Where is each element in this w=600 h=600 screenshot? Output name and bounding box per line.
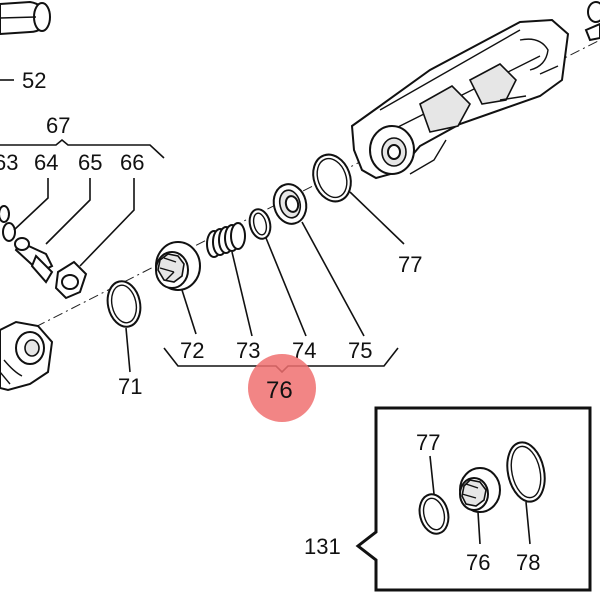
valve-body-72: 72 — [155, 241, 204, 363]
small-part-top-right — [584, 1, 600, 42]
bracket-67: 67 63 64 65 66 — [0, 113, 165, 175]
inset-o-ring-77: 77 — [416, 430, 450, 535]
clip-66 — [54, 260, 88, 300]
tube-65 — [14, 237, 54, 284]
inset-valve-76: 76 — [459, 467, 501, 575]
label-75: 75 — [348, 338, 372, 363]
label-73: 73 — [236, 338, 260, 363]
small-parts-63-66 — [0, 178, 135, 300]
inset-label-77: 77 — [416, 430, 440, 455]
o-ring-71: 71 — [106, 280, 142, 399]
main-housing — [350, 18, 570, 180]
label-72: 72 — [180, 338, 204, 363]
inset-o-ring-78: 78 — [506, 441, 546, 575]
label-64: 64 — [34, 150, 58, 175]
inset-label-76: 76 — [466, 550, 490, 575]
label-67: 67 — [46, 113, 70, 138]
label-66: 66 — [120, 150, 144, 175]
cylinder-part-top-left — [0, 0, 51, 36]
o-ring-74: 74 — [248, 208, 316, 363]
highlight-marker-76 — [248, 354, 316, 422]
o-ring-63 — [0, 205, 10, 223]
inset-label-78: 78 — [516, 550, 540, 575]
leader-52: 52 — [0, 68, 46, 93]
bracket-76: 76 — [163, 347, 399, 422]
label-77: 77 — [398, 252, 422, 277]
spring-73: 73 — [206, 222, 260, 363]
left-housing-part — [0, 320, 54, 392]
label-52: 52 — [22, 68, 46, 93]
label-131: 131 — [304, 534, 341, 559]
inset-box-131: 131 77 76 78 — [304, 406, 592, 592]
label-63: 63 — [0, 150, 18, 175]
label-76: 76 — [266, 377, 293, 404]
label-65: 65 — [78, 150, 102, 175]
o-ring-77: 77 — [312, 153, 422, 277]
label-71: 71 — [118, 374, 142, 399]
washer-75: 75 — [272, 183, 372, 363]
o-ring-64 — [2, 222, 16, 242]
